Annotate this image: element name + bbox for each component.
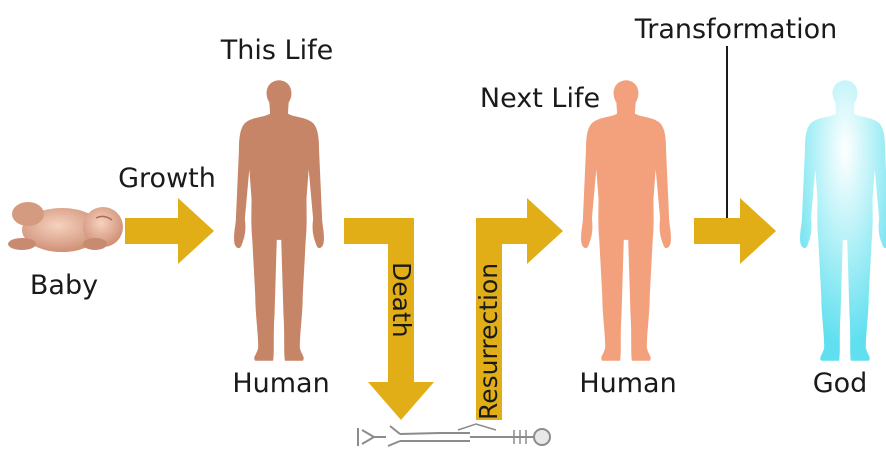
baby-icon	[8, 202, 123, 252]
growth-arrow	[125, 198, 214, 264]
skeleton-icon	[358, 424, 550, 446]
transformation-label: Transformation	[634, 14, 838, 45]
human-figure-next-life	[581, 80, 671, 361]
death-label: Death	[387, 262, 416, 338]
human-label-next-life: Human	[579, 368, 676, 399]
transformation-arrow	[694, 198, 776, 264]
god-figure-icon	[800, 80, 886, 361]
growth-label: Growth	[118, 163, 216, 194]
next-life-label: Next Life	[480, 83, 600, 114]
this-life-label: This Life	[220, 35, 333, 66]
baby-label: Baby	[30, 270, 98, 301]
god-label: God	[813, 368, 868, 399]
human-figure-this-life	[234, 80, 324, 361]
human-label-this-life: Human	[232, 368, 329, 399]
resurrection-label: Resurrection	[474, 263, 503, 420]
